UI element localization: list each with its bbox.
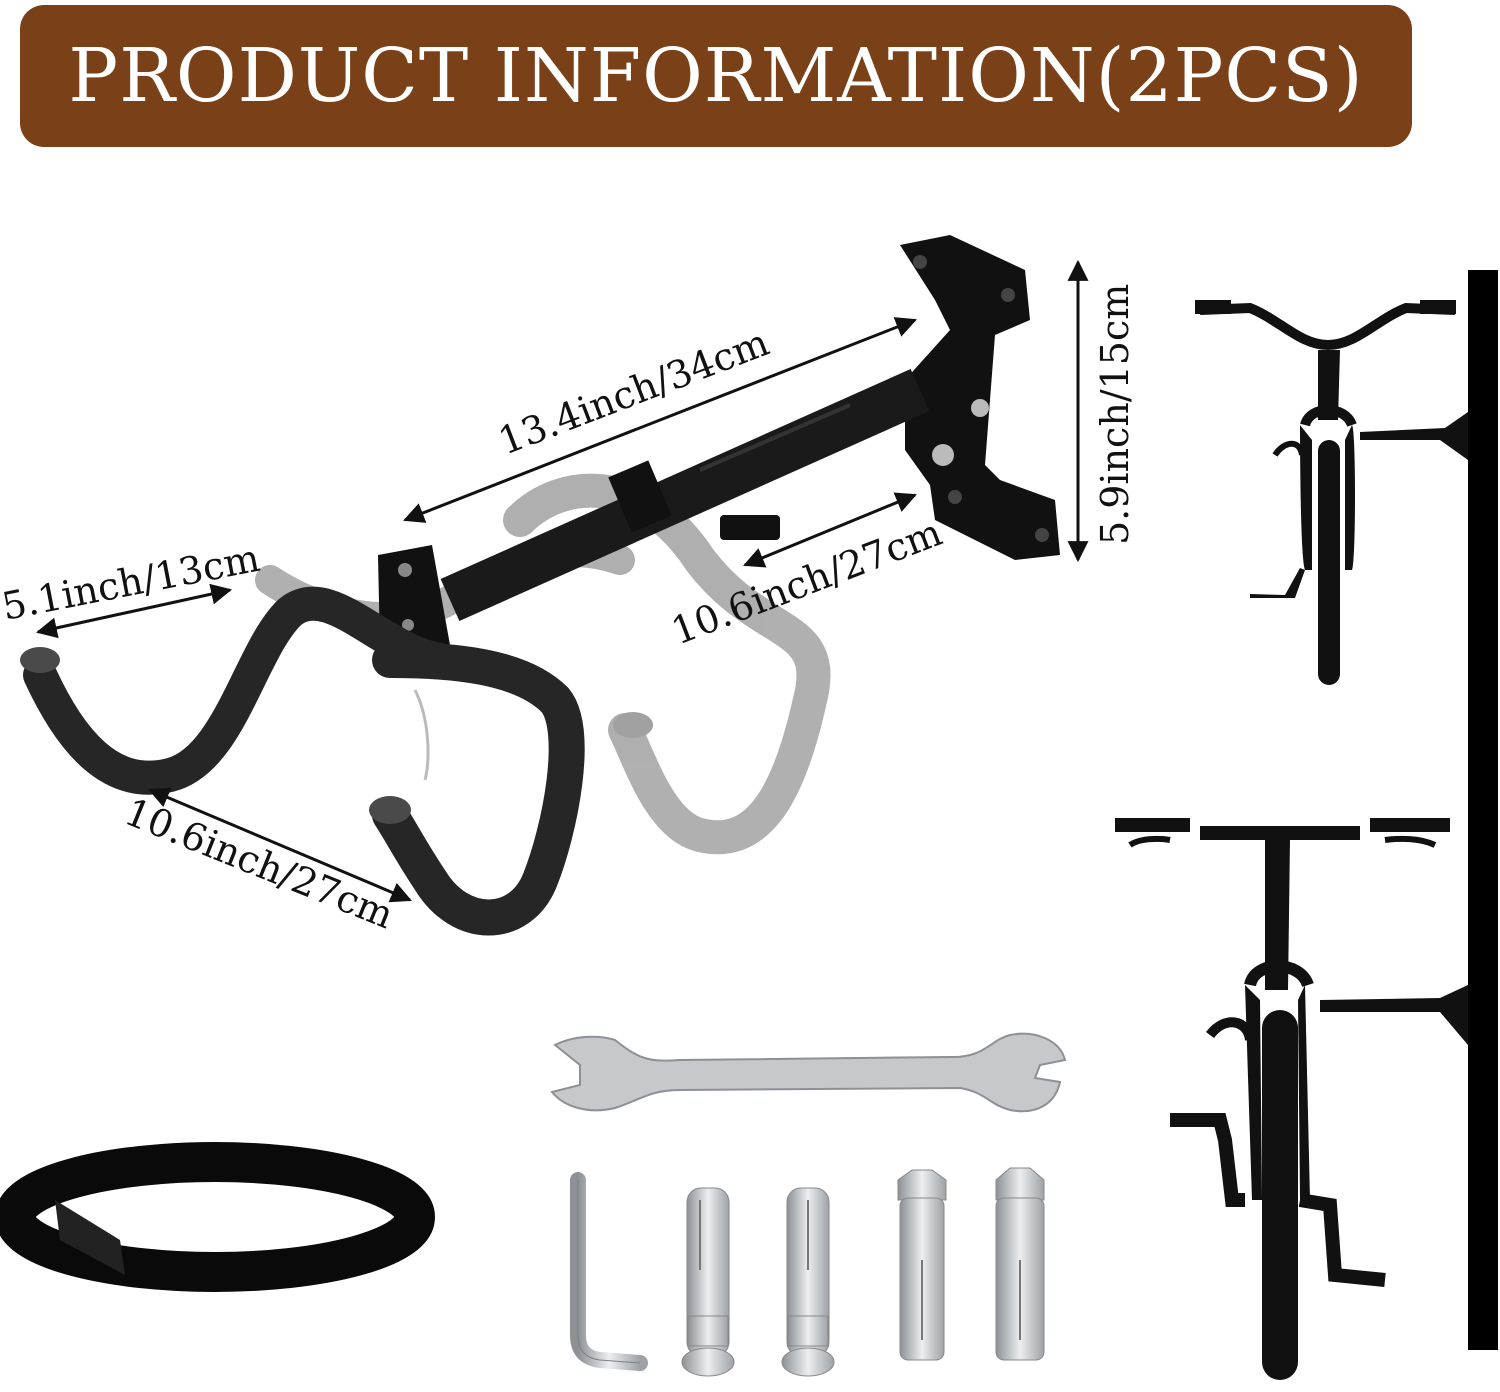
accessories	[0, 1032, 1067, 1377]
wall-plate	[900, 235, 1060, 560]
anchor-1	[681, 1187, 735, 1377]
plate-height-label: 5.9inch/15cm	[1093, 284, 1137, 545]
bike-hook-rack: 13.4inch/34cm 5.9inch/15cm 5.1inch/13cm …	[0, 235, 1137, 937]
velcro-strap	[0, 1142, 435, 1292]
hook-length-label: 10.6inch/27cm	[119, 790, 400, 938]
bike-silhouette-upper	[1195, 300, 1468, 685]
expansion-anchors	[681, 1167, 1045, 1377]
dimension-lines	[35, 259, 1089, 903]
installation-diagram	[1115, 270, 1498, 1380]
anchor-4	[995, 1167, 1045, 1361]
bike-silhouette-lower	[1115, 818, 1468, 1380]
page-title: PRODUCT INFORMATION(2PCS)	[68, 33, 1364, 119]
hex-key	[570, 1172, 648, 1371]
hook-width-label: 5.1inch/13cm	[0, 536, 263, 629]
anchor-2	[781, 1187, 835, 1377]
anchor-3	[897, 1169, 947, 1361]
title-banner: PRODUCT INFORMATION(2PCS)	[20, 5, 1412, 147]
wall	[1468, 270, 1498, 1350]
wrench	[550, 1032, 1067, 1113]
